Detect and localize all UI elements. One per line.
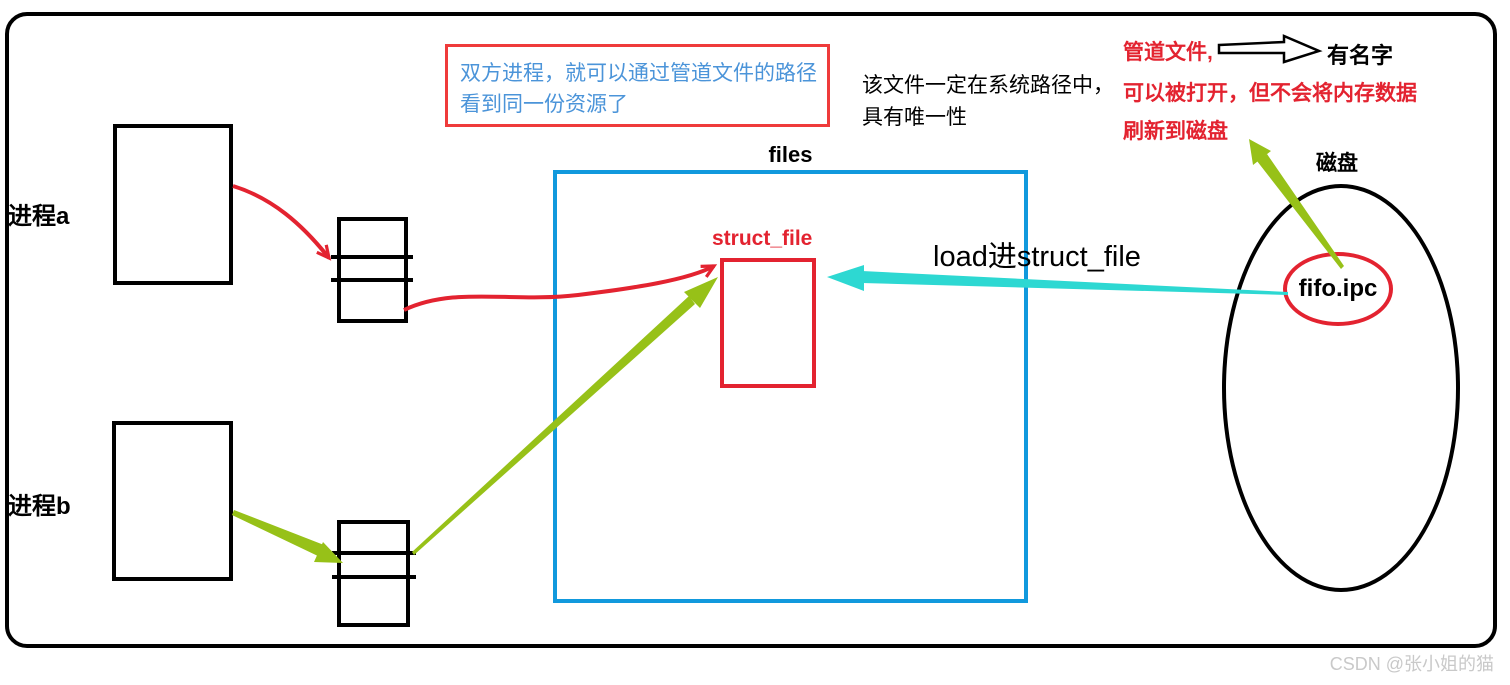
- process-b-box: [112, 421, 233, 581]
- struct-file-box: [720, 258, 816, 388]
- pipe-open-note-line1: 可以被打开，但不会将内存数据: [1123, 82, 1417, 105]
- process-a-label: 进程a: [8, 203, 70, 230]
- pipe-path-note-line1: 双方进程，就可以通过管道文件的路径: [460, 62, 817, 85]
- outer-frame: [5, 12, 1497, 648]
- struct-file-label: struct_file: [712, 227, 813, 250]
- fd-table-a-divider-1: [331, 255, 413, 259]
- files-label: files: [768, 142, 813, 167]
- has-name-label: 有名字: [1327, 43, 1394, 68]
- fifo-ipc-label: fifo.ipc: [1298, 275, 1378, 302]
- pipe-open-note-line2: 刷新到磁盘: [1123, 120, 1228, 143]
- fd-table-b-divider-1: [332, 551, 416, 555]
- fd-table-a-divider-2: [331, 278, 413, 282]
- sys-path-note: 该文件一定在系统路径中， 具有唯一性: [862, 70, 1114, 134]
- process-b-label: 进程b: [8, 493, 71, 520]
- sys-path-note-line2: 具有唯一性: [862, 106, 967, 129]
- load-struct-file-label: load进struct_file: [933, 241, 1141, 273]
- pipe-path-note-line2: 看到同一份资源了: [460, 93, 628, 116]
- disk-ellipse: [1222, 184, 1460, 592]
- process-a-box: [113, 124, 233, 285]
- pipe-file-label: 管道文件,: [1123, 41, 1213, 64]
- pipe-path-note-box: 双方进程，就可以通过管道文件的路径 看到同一份资源了: [445, 44, 830, 127]
- sys-path-note-line1: 该文件一定在系统路径中，: [862, 74, 1114, 97]
- disk-label: 磁盘: [1316, 152, 1358, 175]
- watermark: CSDN @张小姐的猫: [1329, 654, 1494, 674]
- fd-table-a: [337, 217, 408, 323]
- fd-table-b-divider-2: [332, 575, 416, 579]
- fd-table-b: [337, 520, 410, 627]
- fifo-ipc-ellipse: fifo.ipc: [1283, 252, 1393, 326]
